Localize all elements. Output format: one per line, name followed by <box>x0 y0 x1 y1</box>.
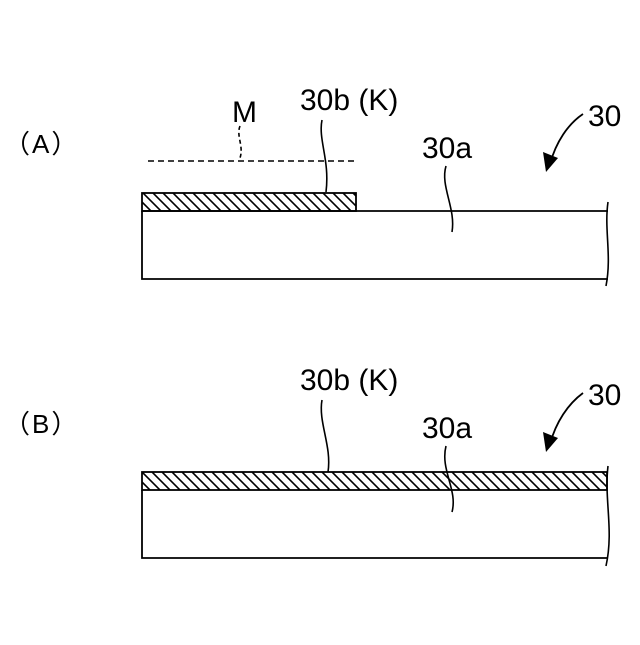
panel-a-substrate-label: 30a <box>422 132 472 165</box>
mask-label: M <box>232 96 257 129</box>
panel-a-assembly-label: 30 <box>588 100 621 133</box>
panel-b-assembly-label: 30 <box>588 379 621 412</box>
panel-a-layer-leader <box>321 120 327 192</box>
panel-b-arrowhead <box>543 432 558 452</box>
panel-a-assembly-arrow <box>550 114 583 164</box>
panel-b-assembly-arrow <box>550 393 583 444</box>
panel-b-hatched-layer <box>142 472 607 490</box>
panel-b-substrate-label: 30a <box>422 412 472 445</box>
mask-leader-line <box>239 126 241 158</box>
panel-a-hatched-layer <box>142 193 356 211</box>
panel-a: （A） M 30b (K) 30a 30 <box>4 84 621 286</box>
panel-a-substrate <box>142 211 608 279</box>
panel-b-layer-label: 30b (K) <box>300 364 398 397</box>
panel-a-break-line <box>606 202 608 286</box>
panel-a-arrowhead <box>543 152 558 172</box>
panel-b: （B） 30b (K) 30a 30 <box>4 364 621 566</box>
panel-b-substrate <box>142 490 608 558</box>
panel-a-layer-label: 30b (K) <box>300 84 398 117</box>
panel-a-label: （A） <box>4 129 79 159</box>
panel-b-layer-leader <box>321 400 328 472</box>
panel-b-label: （B） <box>4 409 79 439</box>
panel-a-substrate-leader <box>445 166 453 232</box>
